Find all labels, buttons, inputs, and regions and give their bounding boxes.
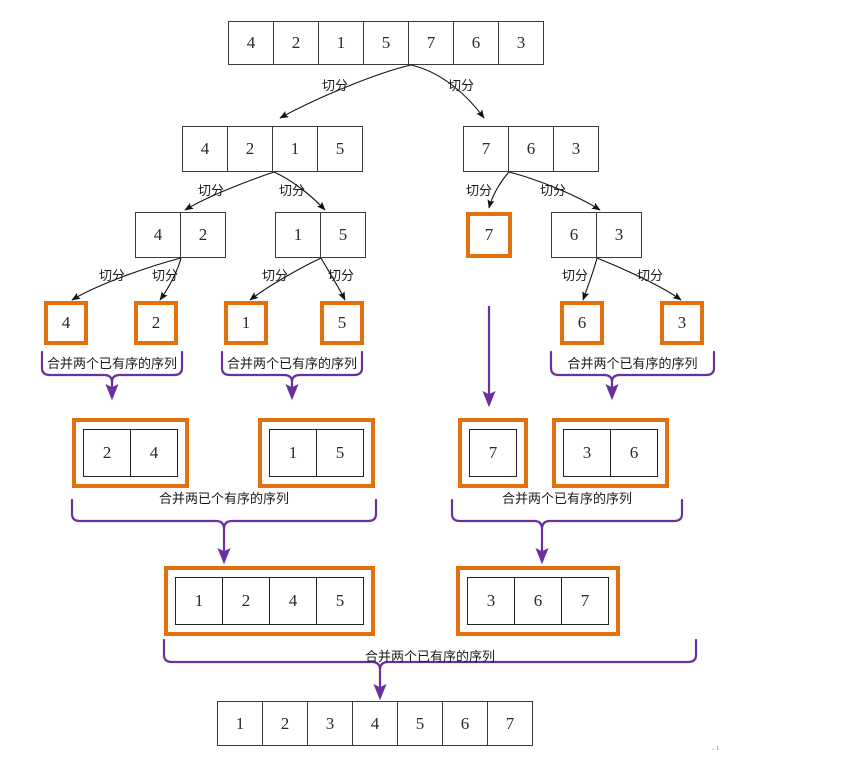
array-cell: 1 xyxy=(175,577,223,625)
array-cell: 1 xyxy=(269,429,317,477)
array-cell: 1 xyxy=(272,126,318,172)
array-cell: 6 xyxy=(508,126,554,172)
leaf-6: 6 xyxy=(560,301,604,345)
merged-367: 3 6 7 xyxy=(456,566,620,636)
array-cell: 7 xyxy=(408,21,454,65)
array-cell: 2 xyxy=(262,701,308,746)
array-cell: 4 xyxy=(182,126,228,172)
array-cell: 2 xyxy=(83,429,131,477)
array-cell: 5 xyxy=(397,701,443,746)
merged-1245: 1 2 4 5 xyxy=(164,566,375,636)
split-63: 6 3 xyxy=(551,212,642,258)
array-cell: 3 xyxy=(307,701,353,746)
array-cell: 7 xyxy=(487,701,533,746)
array-cell: 7 xyxy=(463,126,509,172)
split-label: 切分 xyxy=(99,268,126,283)
array-cell: 1 xyxy=(318,21,364,65)
split-7-highlighted: 7 xyxy=(466,212,512,258)
array-cell: 6 xyxy=(442,701,488,746)
leaf-2: 2 xyxy=(134,301,178,345)
array-cell: 4 xyxy=(269,577,317,625)
leaf-4: 4 xyxy=(44,301,88,345)
split-left-4215: 4 2 1 5 xyxy=(182,126,363,172)
array-cell: 3 xyxy=(553,126,599,172)
merged-15: 1 5 xyxy=(258,418,375,488)
split-label: 切分 xyxy=(637,268,664,283)
array-cell: 5 xyxy=(317,126,363,172)
merge-caption: 合并两个已有序的序列 xyxy=(364,649,495,664)
array-cell: 5 xyxy=(316,577,364,625)
array-cell: 3 xyxy=(498,21,544,65)
array-cell: 4 xyxy=(228,21,274,65)
merge-caption: 合并两个已有序的序列 xyxy=(226,356,357,371)
split-label: 切分 xyxy=(448,78,475,93)
array-cell: 2 xyxy=(227,126,273,172)
split-label: 切分 xyxy=(152,268,179,283)
merge-caption: 合并两已个有序的序列 xyxy=(158,491,289,506)
split-label: 切分 xyxy=(322,78,349,93)
leaf-3: 3 xyxy=(660,301,704,345)
array-cell: 3 xyxy=(467,577,515,625)
array-cell: 5 xyxy=(316,429,364,477)
corner-artifact: . ı xyxy=(712,742,720,752)
array-cell: 2 xyxy=(180,212,226,258)
split-label: 切分 xyxy=(262,268,289,283)
array-cell: 1 xyxy=(217,701,263,746)
merge-caption: 合并两个已有序的序列 xyxy=(567,356,698,371)
split-right-763: 7 6 3 xyxy=(463,126,599,172)
split-label: 切分 xyxy=(328,268,355,283)
merged-7: 7 xyxy=(458,418,528,488)
array-cell: 6 xyxy=(453,21,499,65)
merge-caption: 合并两个已有序的序列 xyxy=(46,356,177,371)
array-cell: 7 xyxy=(469,429,517,477)
array-cell: 3 xyxy=(563,429,611,477)
array-cell: 3 xyxy=(596,212,642,258)
split-label: 切分 xyxy=(198,183,225,198)
array-cell: 2 xyxy=(273,21,319,65)
array-cell: 2 xyxy=(222,577,270,625)
array-cell: 6 xyxy=(514,577,562,625)
leaf-1: 1 xyxy=(224,301,268,345)
array-cell: 6 xyxy=(551,212,597,258)
unsorted-input-array: 4 2 1 5 7 6 3 xyxy=(228,21,544,65)
split-label: 切分 xyxy=(562,268,589,283)
array-cell: 4 xyxy=(352,701,398,746)
merge-caption: 合并两个已有序的序列 xyxy=(501,491,632,506)
array-cell: 7 xyxy=(561,577,609,625)
sorted-output-array: 1 2 3 4 5 6 7 xyxy=(217,701,533,746)
split-15: 1 5 xyxy=(275,212,366,258)
array-cell: 5 xyxy=(363,21,409,65)
array-cell: 5 xyxy=(320,212,366,258)
split-label: 切分 xyxy=(466,183,493,198)
array-cell: 4 xyxy=(130,429,178,477)
merged-24: 2 4 xyxy=(72,418,189,488)
split-42: 4 2 xyxy=(135,212,226,258)
split-label: 切分 xyxy=(279,183,306,198)
leaf-5: 5 xyxy=(320,301,364,345)
array-cell: 4 xyxy=(135,212,181,258)
array-cell: 6 xyxy=(610,429,658,477)
split-label: 切分 xyxy=(540,183,567,198)
array-cell: 1 xyxy=(275,212,321,258)
merged-36: 3 6 xyxy=(552,418,669,488)
